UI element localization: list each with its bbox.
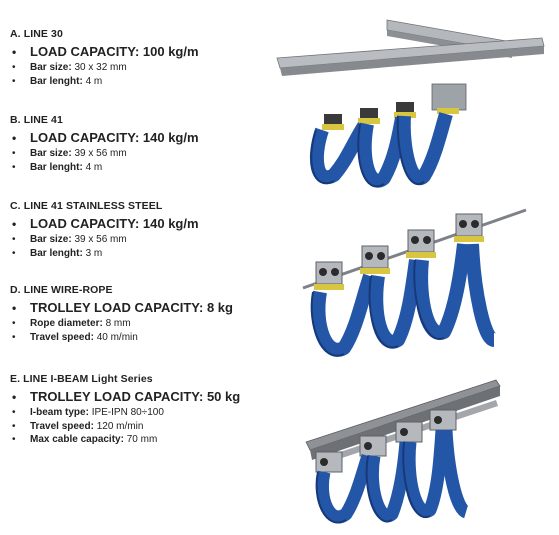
wire-rope-festoon-figure — [302, 208, 527, 357]
section-title: B. LINE 41 — [10, 114, 63, 126]
spec-value: 3 m — [85, 247, 103, 259]
spec-value: 120 m/min — [96, 420, 144, 432]
spec-value: 30 x 32 mm — [74, 62, 127, 74]
spec-value: 40 m/min — [96, 331, 138, 343]
spec-label: Bar size: — [30, 148, 72, 160]
spec-label: Bar lenght: — [30, 75, 83, 87]
spec-label: I-beam type: — [30, 407, 89, 419]
section-line-i-beam: E. LINE I-BEAM Light Series TROLLEY LOAD… — [10, 373, 280, 448]
spec-label: Max cable capacity: — [30, 434, 124, 446]
spec-item: Rope diameter: 8 mm — [10, 318, 280, 331]
spec-item: Travel speed: 120 m/min — [10, 421, 280, 434]
spec-label: Travel speed: — [30, 331, 94, 343]
section-title: D. LINE WIRE-ROPE — [10, 284, 113, 296]
trolley-load-capacity: TROLLEY LOAD CAPACITY: 50 kg — [10, 389, 280, 405]
section-line-41: B. LINE 41 LOAD CAPACITY: 140 kg/m Bar s… — [10, 114, 280, 175]
spec-value: 8 mm — [105, 318, 131, 330]
spec-value: 4 m — [85, 161, 103, 173]
spec-label: Travel speed: — [30, 420, 94, 432]
spec-item: I-beam type: IPE-IPN 80÷100 — [10, 407, 280, 420]
load-capacity: LOAD CAPACITY: 140 kg/m — [10, 216, 280, 232]
spec-item: Travel speed: 40 m/min — [10, 332, 280, 345]
spec-value: 4 m — [85, 75, 103, 87]
spec-item: Bar lenght: 4 m — [10, 76, 280, 89]
spec-label: Bar size: — [30, 62, 72, 74]
section-line-41-stainless: C. LINE 41 STAINLESS STEEL LOAD CAPACITY… — [10, 200, 280, 261]
trolley-load-capacity: TROLLEY LOAD CAPACITY: 8 kg — [10, 300, 280, 316]
spec-item: Bar size: 39 x 56 mm — [10, 148, 280, 161]
section-title: A. LINE 30 — [10, 28, 63, 40]
load-capacity: LOAD CAPACITY: 140 kg/m — [10, 130, 280, 146]
spec-value: IPE-IPN 80÷100 — [91, 407, 164, 419]
spec-value: 39 x 56 mm — [74, 148, 127, 160]
spec-label: Bar size: — [30, 234, 72, 246]
load-capacity: LOAD CAPACITY: 100 kg/m — [10, 44, 280, 60]
i-beam-festoon-figure — [305, 379, 501, 524]
spec-item: Bar size: 39 x 56 mm — [10, 234, 280, 247]
spec-item: Bar lenght: 4 m — [10, 162, 280, 175]
section-title: C. LINE 41 STAINLESS STEEL — [10, 200, 163, 212]
spec-item: Bar size: 30 x 32 mm — [10, 62, 280, 75]
spec-value: 70 mm — [126, 434, 158, 446]
spec-label: Bar lenght: — [30, 161, 83, 173]
section-line-30: A. LINE 30 LOAD CAPACITY: 100 kg/m Bar s… — [10, 28, 280, 89]
spec-label: Bar lenght: — [30, 247, 83, 259]
spec-label: Rope diameter: — [30, 318, 103, 330]
section-title: E. LINE I-BEAM Light Series — [10, 373, 153, 385]
spec-item: Bar lenght: 3 m — [10, 248, 280, 261]
spec-value: 39 x 56 mm — [74, 234, 127, 246]
spec-item: Max cable capacity: 70 mm — [10, 434, 280, 447]
section-line-wire-rope: D. LINE WIRE-ROPE TROLLEY LOAD CAPACITY:… — [10, 284, 280, 345]
rail-festoon-figure — [276, 19, 545, 188]
